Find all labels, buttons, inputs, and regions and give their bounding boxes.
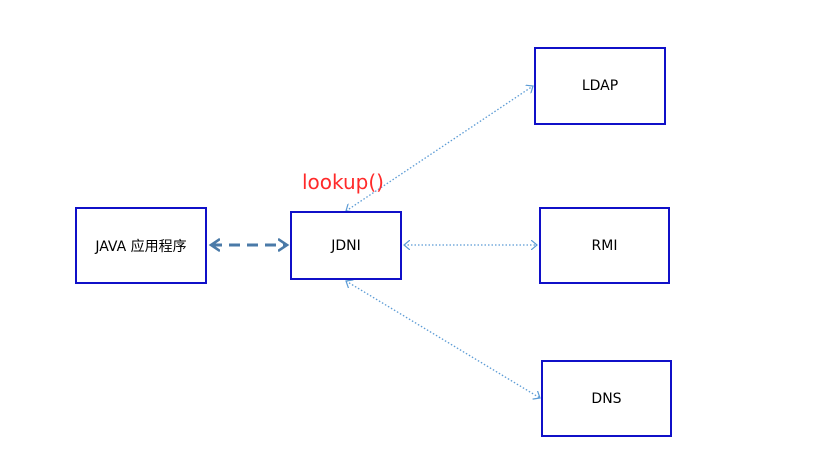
lookup-call-label: lookup() [302, 170, 384, 194]
dns-node: DNS [541, 360, 672, 437]
ldap-node: LDAP [534, 47, 666, 125]
dns-label: DNS [591, 390, 622, 407]
rmi-label: RMI [591, 237, 618, 254]
jndi-label: JDNI [331, 237, 361, 254]
rmi-node: RMI [539, 207, 670, 284]
ldap-label: LDAP [581, 78, 619, 94]
jndi-node: JDNI [290, 211, 402, 280]
jndi-ldap-dotted-arrow [346, 86, 533, 211]
java-application-node: JAVA 应用程序 [75, 207, 207, 284]
java-application-label: JAVA 应用程序 [95, 238, 187, 255]
jndi-dns-dotted-arrow [346, 281, 540, 398]
